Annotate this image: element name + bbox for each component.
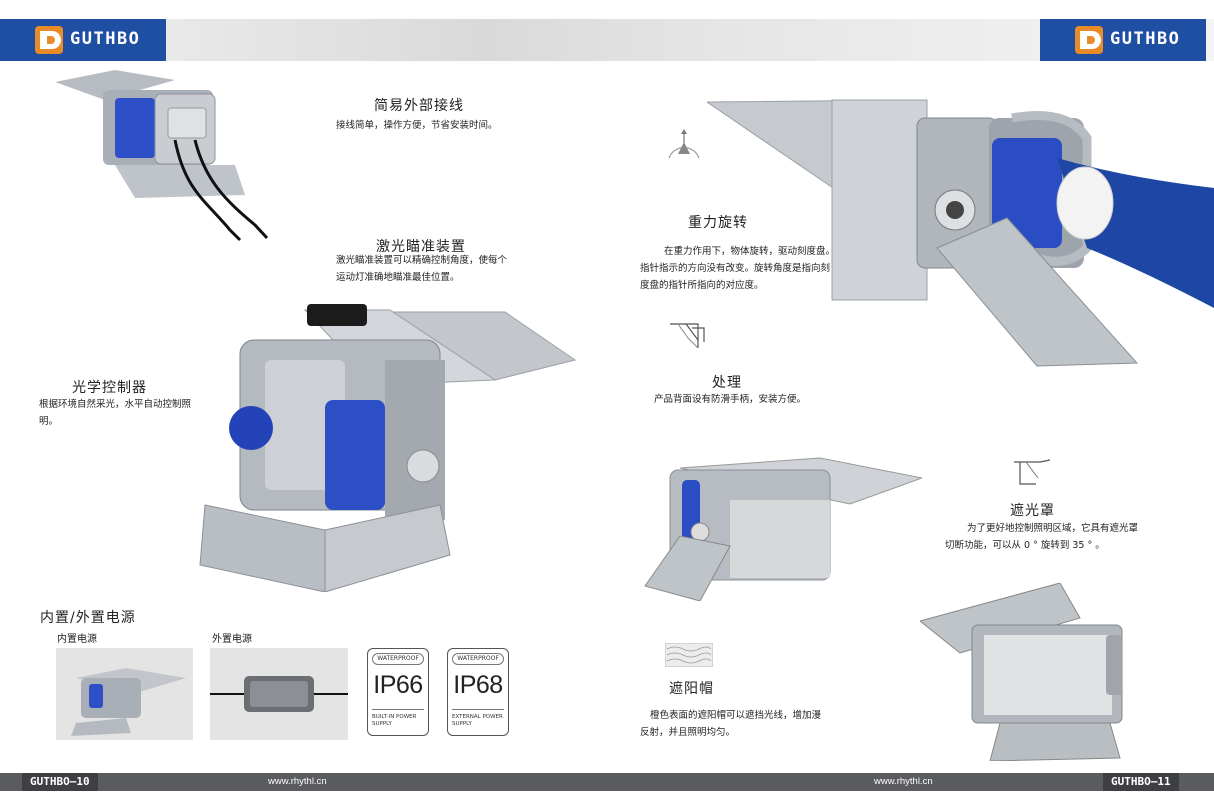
brand-name: GUTHBO bbox=[70, 29, 141, 49]
label-external-power: 外置电源 bbox=[212, 634, 252, 645]
section-text-optic-2: 明。 bbox=[39, 416, 59, 427]
product-image-main bbox=[199, 304, 577, 592]
product-image-wiring bbox=[55, 70, 269, 242]
label-internal-power: 内置电源 bbox=[57, 634, 97, 645]
badge-ip-rating: IP66 bbox=[373, 671, 423, 699]
thumbnail-external-power bbox=[210, 648, 348, 740]
section-text-laser-2: 运动灯准确地瞄准最佳位置。 bbox=[336, 272, 460, 283]
product-image-visor bbox=[920, 583, 1123, 761]
footer-bar bbox=[0, 773, 1214, 791]
page-number-right: GUTHBO—11 bbox=[1103, 773, 1179, 791]
section-title-power: 内置/外置电源 bbox=[40, 610, 136, 626]
brand-name: GUTHBO bbox=[1110, 29, 1181, 49]
section-title-shade: 遮光罩 bbox=[1010, 503, 1055, 519]
badge-subtitle: BUILT-IN POWER SUPPLY bbox=[372, 714, 426, 728]
section-text-shade-1: 为了更好地控制照明区域，它具有遮光罩 bbox=[967, 523, 1139, 534]
section-text-gravity-1: 在重力作用下，物体旋转，驱动刻度盘。 bbox=[664, 246, 836, 257]
website-url-right[interactable]: www.rhythl.cn bbox=[874, 776, 933, 787]
section-text-visor-1: 橙色表面的遮阳帽可以遮挡光线，增加漫 bbox=[650, 710, 822, 721]
header-bar bbox=[0, 19, 1214, 61]
product-image-gravity bbox=[707, 99, 1214, 367]
power-supply-thumbnail bbox=[210, 648, 348, 740]
badge-sub-line1: BUILT-IN POWER bbox=[372, 714, 417, 720]
badge-ip68: WATERPROOF IP68 EXTERNAL POWER SUPPLY bbox=[447, 648, 509, 736]
badge-sub-line2: SUPPLY bbox=[372, 721, 392, 727]
brand-logo-icon bbox=[35, 26, 63, 54]
badge-ip66: WATERPROOF IP66 BUILT-IN POWER SUPPLY bbox=[367, 648, 429, 736]
brand-logo-icon bbox=[1075, 26, 1103, 54]
shade-icon bbox=[1014, 459, 1051, 485]
badge-divider bbox=[372, 709, 424, 710]
section-text-gravity-2: 指针指示的方向没有改变。旋转角度是指向刻 bbox=[640, 263, 831, 274]
badge-ip-rating: IP68 bbox=[453, 671, 503, 699]
thumbnail-internal-power bbox=[56, 648, 193, 740]
gravity-rotation-icon bbox=[668, 129, 700, 159]
website-url-left[interactable]: www.rhythl.cn bbox=[268, 776, 327, 787]
badge-divider bbox=[452, 709, 504, 710]
section-text-shade-2: 切断功能，可以从 0 ° 旋转到 35 ° 。 bbox=[945, 540, 1105, 551]
section-text-optic-1: 根据环境自然采光，水平自动控制照 bbox=[39, 399, 192, 410]
product-image-shade bbox=[644, 457, 922, 601]
badge-sub-line2: SUPPLY bbox=[452, 721, 472, 727]
section-text-laser-1: 激光瞄准装置可以精确控制角度，使每个 bbox=[336, 255, 508, 266]
section-title-wiring: 简易外部接线 bbox=[374, 98, 464, 114]
brand-tab-left: GUTHBO bbox=[0, 19, 166, 61]
section-title-visor: 遮阳帽 bbox=[669, 681, 714, 697]
brand-tab-right: GUTHBO bbox=[1040, 19, 1206, 61]
section-text-wiring: 接线简单，操作方便，节省安装时间。 bbox=[336, 120, 498, 131]
section-title-handle: 处理 bbox=[712, 375, 742, 391]
section-title-optic: 光学控制器 bbox=[72, 380, 147, 396]
section-text-visor-2: 反射，并且照明均匀。 bbox=[640, 727, 736, 738]
section-text-gravity-3: 度盘的指针所指向的对应度。 bbox=[640, 280, 764, 291]
visor-texture-swatch bbox=[665, 643, 713, 667]
section-text-handle: 产品背面设有防滑手柄，安装方便。 bbox=[654, 394, 807, 405]
page-number-left: GUTHBO—10 bbox=[22, 773, 98, 791]
badge-waterproof-label: WATERPROOF bbox=[452, 653, 504, 665]
badge-waterproof-label: WATERPROOF bbox=[372, 653, 424, 665]
handle-icon bbox=[670, 323, 705, 349]
badge-sub-line1: EXTERNAL POWER bbox=[452, 714, 503, 720]
section-title-gravity: 重力旋转 bbox=[688, 215, 748, 231]
badge-subtitle: EXTERNAL POWER SUPPLY bbox=[452, 714, 506, 728]
section-title-laser: 激光瞄准装置 bbox=[376, 239, 466, 255]
product-thumbnail-internal bbox=[56, 648, 193, 740]
